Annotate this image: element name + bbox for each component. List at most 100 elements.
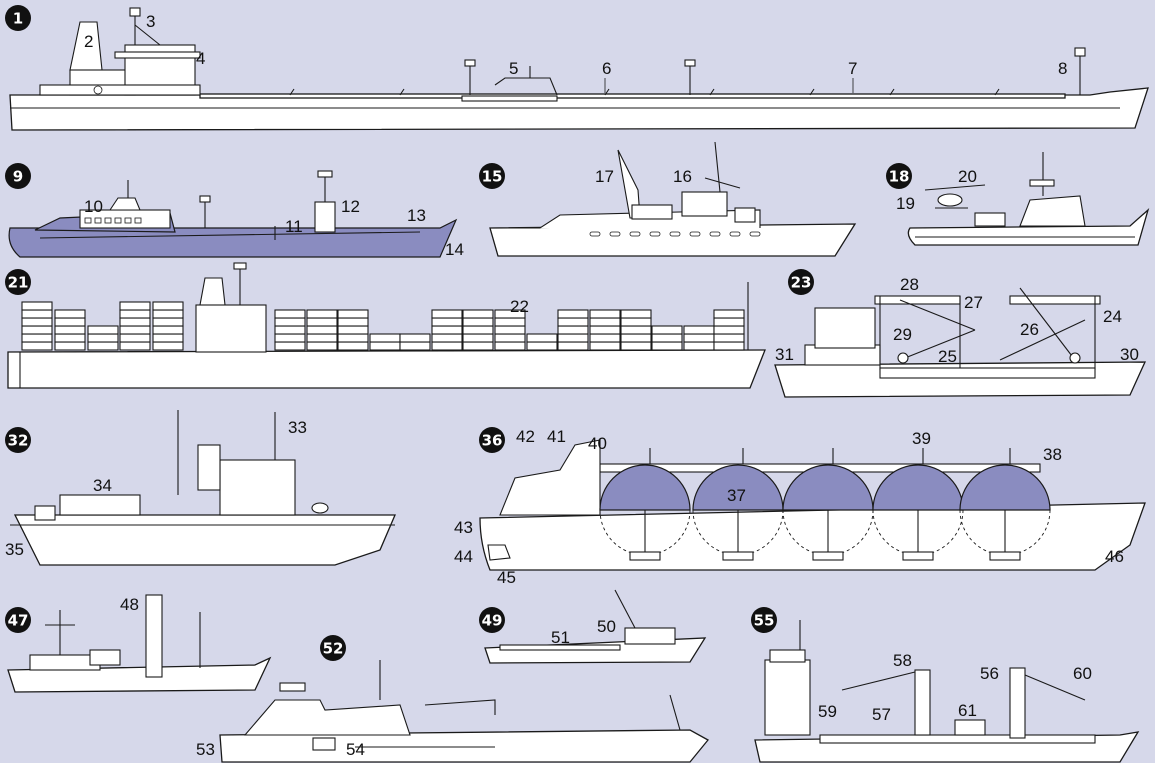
ship-32-bridge <box>220 460 295 515</box>
ship-21-hull <box>8 350 765 388</box>
ship-52 <box>220 660 708 762</box>
container-box <box>400 334 430 342</box>
ship-badge-number: 1 <box>13 10 23 28</box>
container-box <box>307 310 337 318</box>
ship-15 <box>490 142 855 256</box>
container-box <box>153 318 183 326</box>
container-box <box>714 342 744 350</box>
ship-badge: 55 <box>751 607 777 633</box>
part-label: 14 <box>445 240 464 259</box>
container-box <box>590 326 620 334</box>
part-label: 13 <box>407 206 426 225</box>
container-box <box>590 310 620 318</box>
part-label: 56 <box>980 664 999 683</box>
container-box <box>275 310 305 318</box>
container-box <box>558 310 588 318</box>
part-label: 58 <box>893 651 912 670</box>
container-box <box>153 334 183 342</box>
container-box <box>307 334 337 342</box>
container-box <box>153 342 183 350</box>
ship-55-bridge <box>765 660 810 735</box>
ship-1-masts <box>465 48 1085 95</box>
container-box <box>495 334 525 342</box>
container-box <box>527 342 557 350</box>
container-box <box>153 310 183 318</box>
part-label: 5 <box>509 59 518 78</box>
container-box <box>55 342 85 350</box>
part-label: 11 <box>285 217 303 236</box>
ship-15-hull <box>490 224 855 256</box>
part-label: 37 <box>727 486 746 505</box>
ship-23-bridge <box>815 308 875 348</box>
ship-21-bridge <box>196 305 266 352</box>
container-box <box>463 310 493 318</box>
ship-32 <box>10 410 395 565</box>
part-label: 8 <box>1058 59 1067 78</box>
container-box <box>684 326 714 334</box>
ship-badge: 21 <box>5 269 31 295</box>
container-box <box>684 334 714 342</box>
ship-badge-number: 55 <box>754 612 775 630</box>
ship-47-tower <box>146 595 162 677</box>
ship-23-heavy-lift <box>775 288 1145 397</box>
container-box <box>495 326 525 334</box>
ship-badge-number: 23 <box>791 274 812 292</box>
container-box <box>338 326 368 334</box>
container-box <box>120 318 150 326</box>
ship-badge: 1 <box>5 5 31 31</box>
part-label: 28 <box>900 275 919 294</box>
container-box <box>22 318 52 326</box>
container-box <box>432 318 462 326</box>
container-box <box>652 334 682 342</box>
container-box <box>22 342 52 350</box>
ship-badge-number: 32 <box>8 432 29 450</box>
ship-badge: 18 <box>886 163 912 189</box>
part-label: 6 <box>602 59 611 78</box>
part-label: 44 <box>454 547 473 566</box>
container-box <box>652 326 682 334</box>
container-box <box>307 318 337 326</box>
ship-55 <box>755 620 1138 762</box>
container-box <box>652 342 682 350</box>
ship-21-container-ship <box>8 263 765 388</box>
ship-badge-number: 15 <box>482 168 503 186</box>
container-box <box>275 334 305 342</box>
part-label: 43 <box>454 518 473 537</box>
container-box <box>463 342 493 350</box>
part-label: 33 <box>288 418 307 437</box>
part-label: 46 <box>1105 547 1124 566</box>
container-box <box>463 318 493 326</box>
container-box <box>558 326 588 334</box>
ship-49 <box>485 590 705 663</box>
part-label: 2 <box>84 32 93 51</box>
part-label: 26 <box>1020 320 1039 339</box>
container-box <box>432 342 462 350</box>
container-box <box>621 334 651 342</box>
part-label: 60 <box>1073 664 1092 683</box>
ship-badge: 32 <box>5 427 31 453</box>
container-box <box>88 342 118 350</box>
ship-badge-number: 52 <box>323 640 344 658</box>
container-box <box>432 334 462 342</box>
ship-badge-number: 18 <box>889 168 910 186</box>
ship-9 <box>9 171 456 257</box>
part-label: 38 <box>1043 445 1062 464</box>
part-label: 24 <box>1103 307 1122 326</box>
container-box <box>621 318 651 326</box>
container-box <box>370 342 400 350</box>
ship-36-superstructure <box>500 440 600 515</box>
ship-47 <box>8 595 270 692</box>
container-box <box>370 334 400 342</box>
ship-badge-number: 47 <box>8 612 29 630</box>
ship-badge: 9 <box>5 163 31 189</box>
container-box <box>714 310 744 318</box>
container-box <box>55 334 85 342</box>
part-label: 19 <box>896 194 915 213</box>
container-box <box>621 326 651 334</box>
ship-badge: 23 <box>788 269 814 295</box>
ship-1-crane <box>495 78 557 95</box>
part-label: 4 <box>196 49 205 68</box>
container-box <box>714 334 744 342</box>
